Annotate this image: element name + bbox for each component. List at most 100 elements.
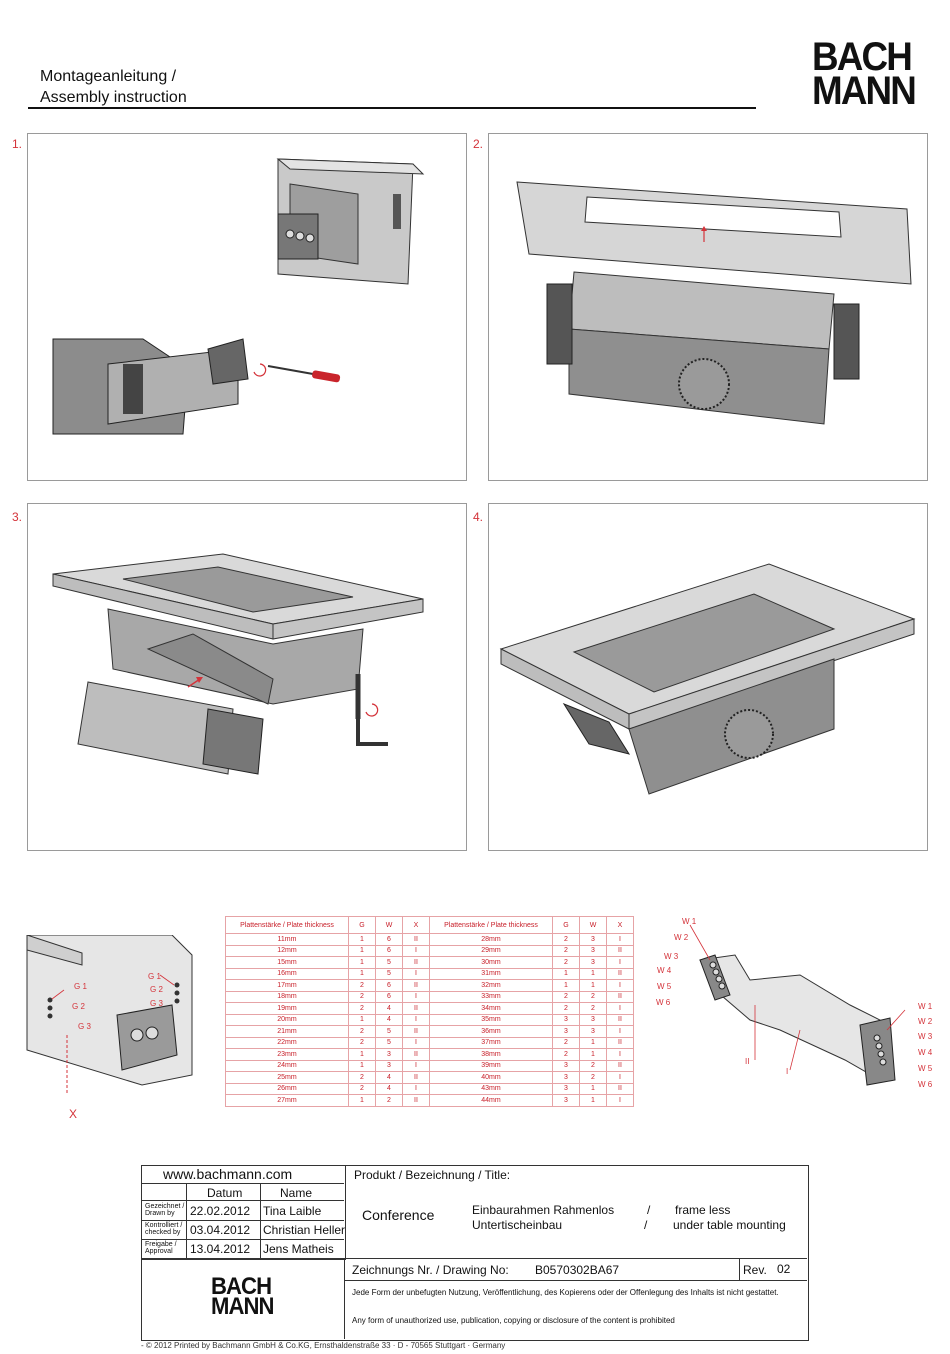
w1-label-left: W 1	[682, 917, 697, 926]
table-cell: 1	[348, 1013, 376, 1026]
table-cell: 1	[348, 1094, 376, 1107]
w6-label-right: W 6	[918, 1080, 933, 1089]
table-cell: 12mm	[225, 944, 349, 957]
table-cell: 3	[579, 944, 607, 957]
table-cell: 34mm	[429, 1002, 553, 1015]
table-cell: 16mm	[225, 967, 349, 980]
table-cell: 44mm	[429, 1094, 553, 1107]
table-cell: 2	[348, 1082, 376, 1095]
w3-label-left: W 3	[664, 952, 679, 961]
approval-name: Jens Matheis	[263, 1242, 334, 1256]
slot-label-two: II	[745, 1057, 750, 1066]
table-cell: I	[606, 979, 634, 992]
table-cell: II	[402, 979, 430, 992]
logo-line-2: MANN	[812, 69, 917, 113]
table-cell: 2	[552, 956, 580, 969]
table-cell: 1	[348, 967, 376, 980]
table-cell: 2	[375, 1094, 403, 1107]
table-cell: 4	[375, 1071, 403, 1084]
table-cell: 19mm	[225, 1002, 349, 1015]
table-cell: 3	[375, 1059, 403, 1072]
table-cell: II	[606, 967, 634, 980]
table-cell: 29mm	[429, 944, 553, 957]
table-cell: 22mm	[225, 1036, 349, 1049]
title-english: Assembly instruction	[40, 89, 187, 106]
table-cell: 5	[375, 967, 403, 980]
col-g-2: G	[552, 916, 580, 934]
footer-copyright: - © 2012 Printed by Bachmann GmbH & Co.K…	[141, 1341, 506, 1350]
w4-label-left: W 4	[657, 966, 672, 975]
right-label-g1: G 1	[148, 972, 161, 981]
table-cell: 3	[579, 1025, 607, 1038]
logo-line-1: BACH	[812, 35, 913, 79]
step-3-illustration	[52, 553, 424, 775]
table-cell: I	[402, 967, 430, 980]
table-cell: I	[606, 1071, 634, 1084]
table-cell: 1	[552, 967, 580, 980]
col-x: X	[402, 916, 430, 934]
table-cell: 3	[552, 1094, 580, 1107]
step-3-number: 3.	[12, 510, 23, 524]
table-cell: 43mm	[429, 1082, 553, 1095]
table-cell: II	[402, 1094, 430, 1107]
title-block-logo: BACH MANN	[211, 1275, 274, 1319]
approval-date: 13.04.2012	[190, 1242, 251, 1256]
table-cell: 2	[579, 1071, 607, 1084]
table-cell: 2	[579, 1059, 607, 1072]
table-cell: II	[402, 1002, 430, 1015]
step-4-panel	[488, 503, 928, 851]
table-cell: II	[606, 990, 634, 1003]
table-cell: 3	[552, 1025, 580, 1038]
notice-german: Jede Form der unbefugten Nutzung, Veröff…	[352, 1288, 779, 1297]
table-cell: I	[402, 944, 430, 957]
w3-label-right: W 3	[918, 1032, 933, 1041]
col-w-2: W	[579, 916, 607, 934]
checked-name: Christian Heller	[263, 1223, 346, 1237]
table-cell: 5	[375, 956, 403, 969]
table-cell: II	[606, 1059, 634, 1072]
table-cell: II	[402, 1025, 430, 1038]
w5-label-right: W 5	[918, 1064, 933, 1073]
table-cell: 1	[579, 1082, 607, 1095]
rev-value: 02	[777, 1262, 791, 1276]
table-cell: I	[606, 933, 634, 946]
header-datum: Datum	[207, 1186, 243, 1200]
table-cell: 36mm	[429, 1025, 553, 1038]
table-cell: II	[402, 956, 430, 969]
table-cell: 2	[552, 933, 580, 946]
title-german: Montageanleitung /	[40, 68, 177, 85]
table-cell: II	[606, 1013, 634, 1026]
table-cell: I	[606, 1094, 634, 1107]
table-cell: 25mm	[225, 1071, 349, 1084]
checked-label: Kontrolliert / checked by	[145, 1222, 183, 1236]
table-cell: 2	[348, 1036, 376, 1049]
table-cell: 2	[552, 1036, 580, 1049]
table-cell: 3	[552, 1082, 580, 1095]
table-cell: I	[606, 956, 634, 969]
table-cell: 18mm	[225, 990, 349, 1003]
table-cell: 6	[375, 933, 403, 946]
table-cell: I	[402, 1059, 430, 1072]
table-cell: II	[402, 933, 430, 946]
step-1-illustration	[52, 158, 425, 435]
table-cell: 2	[348, 979, 376, 992]
table-cell: 1	[579, 979, 607, 992]
table-cell: 32mm	[429, 979, 553, 992]
table-cell: 39mm	[429, 1059, 553, 1072]
desc-de-2: Untertischeinbau	[472, 1218, 563, 1232]
desc-de-1: Einbaurahmen Rahmenlos	[472, 1203, 615, 1217]
table-cell: II	[606, 944, 634, 957]
drawn-name: Tina Laible	[263, 1204, 322, 1218]
table-cell: 1	[579, 1036, 607, 1049]
table-cell: 1	[579, 1048, 607, 1061]
header-rule	[28, 107, 756, 109]
